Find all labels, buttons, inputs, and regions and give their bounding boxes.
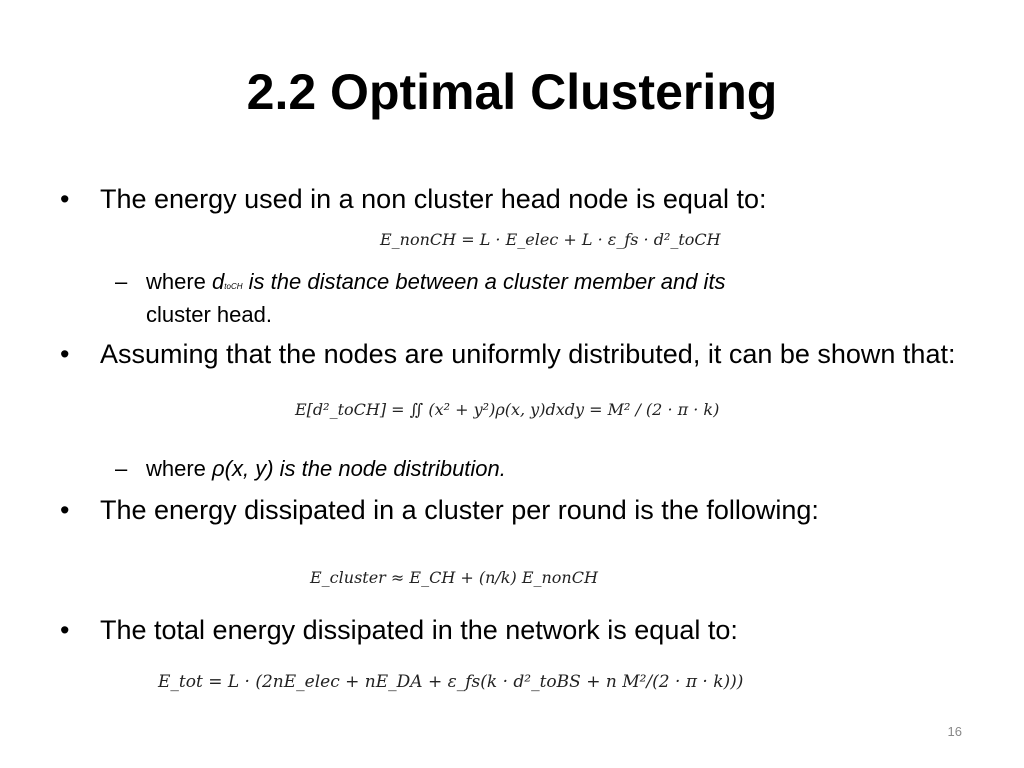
- sub-bullet-rest-text: cluster head.: [146, 302, 272, 327]
- bullet-dot-icon: •: [60, 339, 70, 369]
- bullet-text: The energy used in a non cluster head no…: [100, 184, 767, 214]
- formula-text: E_cluster ≈ E_CH + (n/k) E_nonCH: [310, 568, 598, 587]
- bullet-dot-icon: •: [60, 184, 70, 214]
- sub-bullet-dash-icon: –: [115, 456, 128, 481]
- sub-bullet-italic-text: ρ(x, y) is the node distribution.: [212, 456, 506, 481]
- distance-subscript: toCH: [224, 282, 243, 291]
- formula-text: E_tot = L · (2nE_elec + nE_DA + ε_fs(k ·…: [158, 672, 744, 692]
- formula-text: E[d²_toCH] = ∬ (x² + y²)ρ(x, y)dxdy = M²…: [295, 400, 720, 419]
- sub-bullet-prefix: where: [146, 269, 213, 294]
- formula-e-noncluster-head: E_nonCH = L · E_elec + L · ε_fs · d²_toC…: [380, 230, 721, 249]
- sub-bullet-dash-icon: –: [115, 269, 128, 294]
- sub-bullet-prefix: where: [146, 456, 213, 481]
- formula-expected-distance: E[d²_toCH] = ∬ (x² + y²)ρ(x, y)dxdy = M²…: [295, 400, 719, 419]
- bullet-text: The total energy dissipated in the netwo…: [100, 615, 738, 645]
- bullet-dot-icon: •: [60, 615, 70, 645]
- sub-bullet-italic-text: is the distance between a cluster member…: [242, 269, 726, 294]
- formula-e-cluster: E_cluster ≈ E_CH + (n/k) E_nonCH: [310, 568, 598, 587]
- slide-number: 16: [947, 724, 962, 739]
- bullet-text: Assuming that the nodes are uniformly di…: [100, 339, 956, 369]
- distance-symbol: d: [212, 269, 225, 294]
- formula-text: E_nonCH = L · E_elec + L · ε_fs · d²_toC…: [380, 230, 721, 249]
- bullet-dot-icon: •: [60, 495, 70, 525]
- bullet-text: The energy dissipated in a cluster per r…: [100, 495, 819, 525]
- slide-title: 2.2 Optimal Clustering: [246, 64, 778, 120]
- formula-e-total: E_tot = L · (2nE_elec + nE_DA + ε_fs(k ·…: [158, 672, 743, 692]
